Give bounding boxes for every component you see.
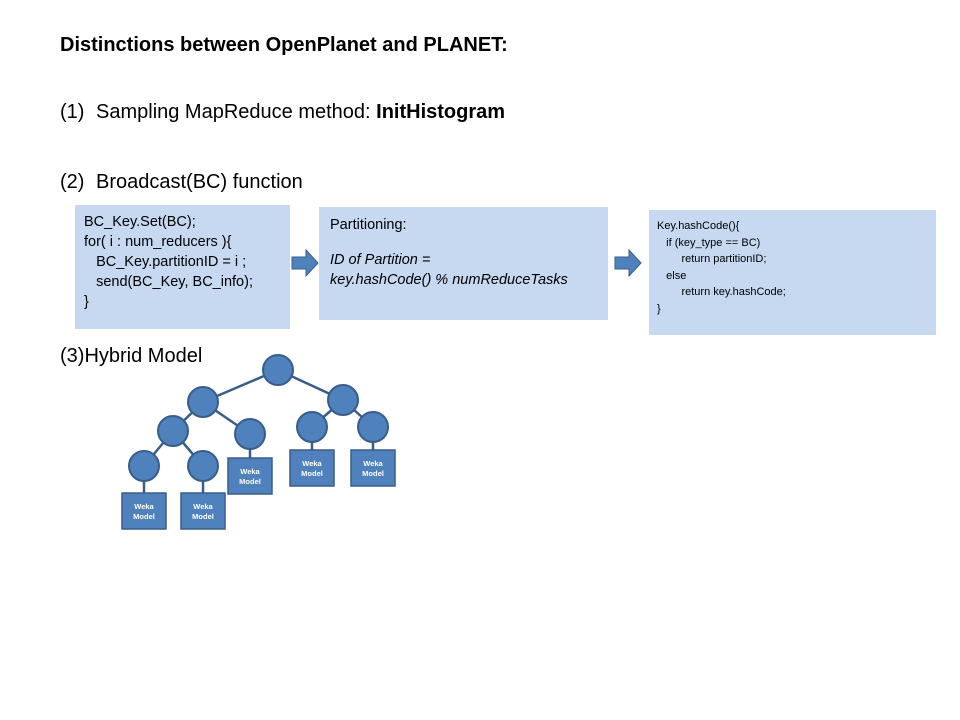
code-line: for( i : num_reducers ){ xyxy=(84,234,232,250)
tree-node xyxy=(357,411,389,443)
code-line: } xyxy=(657,302,661,315)
item-number: (3) xyxy=(60,345,85,367)
item-text: Sampling MapReduce method: xyxy=(96,101,377,123)
tree-node xyxy=(187,450,219,482)
partitioning-line: key.hashCode() % numReduceTasks xyxy=(330,272,568,288)
weka-model-box xyxy=(289,449,335,487)
model-label: Model xyxy=(301,469,323,478)
weka-model-box xyxy=(227,457,273,495)
tree-node xyxy=(128,450,160,482)
code-line: else xyxy=(657,269,687,282)
model-label: Model xyxy=(133,512,155,521)
code-line: if (key_type == BC) xyxy=(657,236,761,249)
weka-label: Weka xyxy=(363,459,383,468)
weka-model-boxes xyxy=(121,449,396,530)
weka-model-labels: Weka Model Weka Model Weka Model Weka Mo… xyxy=(133,459,384,521)
right-arrow-icon xyxy=(614,248,642,278)
slide-heading: Distinctions between OpenPlanet and PLAN… xyxy=(60,34,508,56)
code-line: BC_Key.Set(BC); xyxy=(84,214,196,230)
tree-node xyxy=(187,386,219,418)
partitioning-line: ID of Partition = xyxy=(330,252,431,268)
tree-node xyxy=(296,411,328,443)
right-arrow-icon xyxy=(291,248,319,278)
weka-model-box xyxy=(180,492,226,530)
partitioning-title: Partitioning: xyxy=(330,217,407,233)
tree-nodes xyxy=(128,354,389,482)
weka-label: Weka xyxy=(193,502,213,511)
weka-label: Weka xyxy=(302,459,322,468)
item-bold-text: InitHistogram xyxy=(376,101,506,123)
partitioning-box: Partitioning: ID of Partition = key.hash… xyxy=(319,207,608,320)
code-line: send(BC_Key, BC_info); xyxy=(84,274,253,290)
item-sampling: (1) Sampling MapReduce method: InitHistog… xyxy=(60,101,505,124)
code-line: return key.hashCode; xyxy=(657,286,786,298)
tree-node xyxy=(234,418,266,450)
code-line: BC_Key.partitionID = i ; xyxy=(84,254,247,270)
tree-node xyxy=(327,384,359,416)
tree-node xyxy=(157,415,189,447)
model-label: Model xyxy=(192,512,214,521)
code-line: Key.hashCode(){ xyxy=(657,220,740,232)
tree-node xyxy=(262,354,294,386)
hashcode-box: Key.hashCode(){ if (key_type == BC) retu… xyxy=(649,210,936,335)
model-label: Model xyxy=(362,469,384,478)
model-label: Model xyxy=(239,477,261,486)
item-number: (2) xyxy=(60,171,85,193)
weka-label: Weka xyxy=(134,502,154,511)
weka-label: Weka xyxy=(240,467,260,476)
item-text: Hybrid Model xyxy=(84,345,203,367)
code-line: return partitionID; xyxy=(657,253,767,265)
item-text: Broadcast(BC) function xyxy=(96,171,303,193)
weka-model-box xyxy=(121,492,167,530)
item-number: (1) xyxy=(60,101,85,123)
bc-code-box: BC_Key.Set(BC); for( i : num_reducers ){… xyxy=(75,205,290,329)
item-hybrid-model: (3)Hybrid Model xyxy=(60,345,202,368)
code-line: } xyxy=(84,294,89,310)
weka-model-box xyxy=(350,449,396,487)
item-broadcast: (2) Broadcast(BC) function xyxy=(60,171,303,194)
